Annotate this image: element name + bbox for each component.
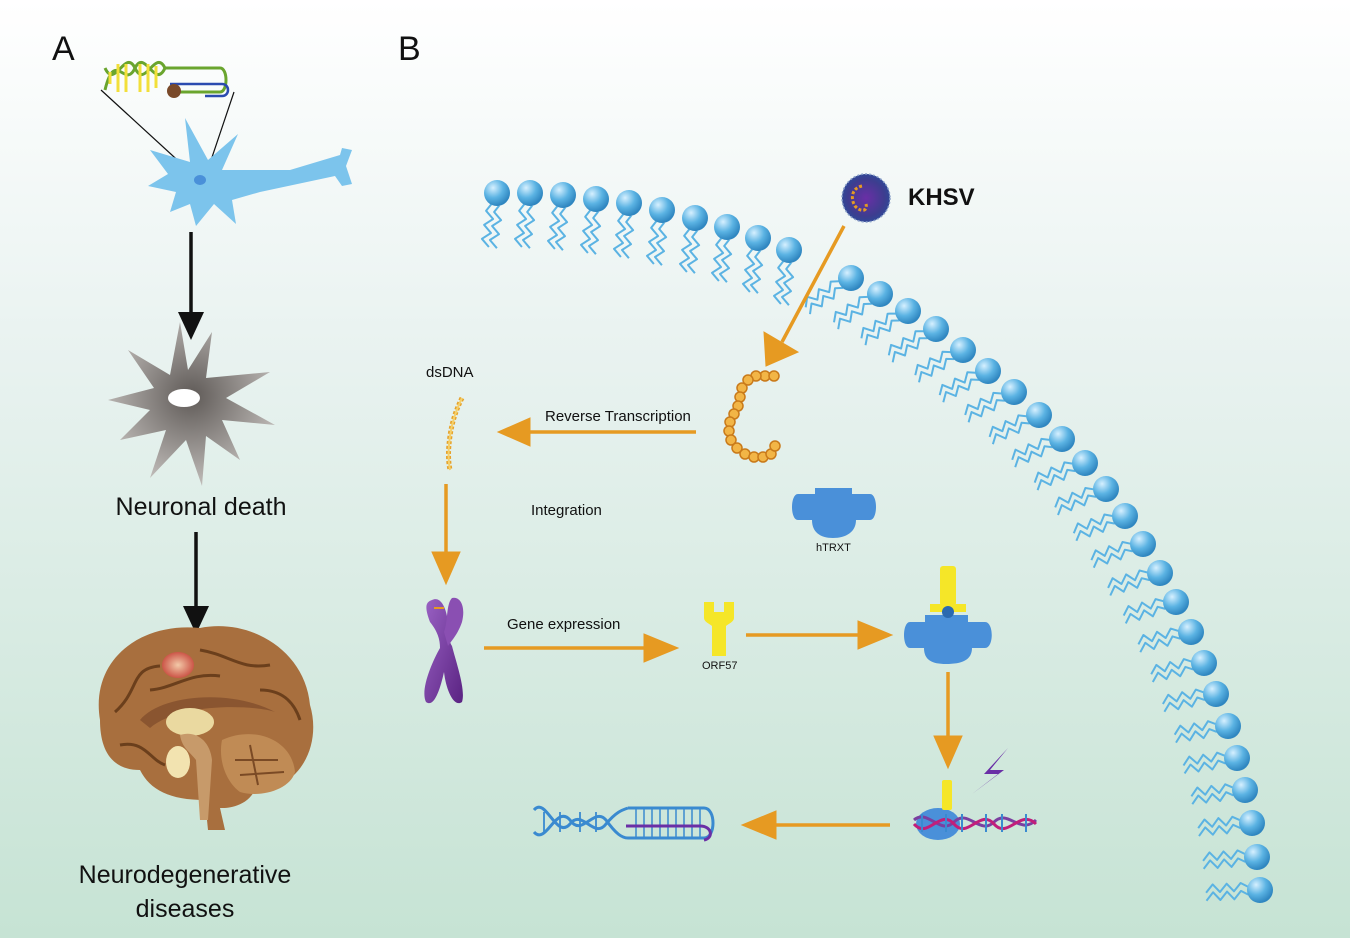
htrxt-label: hTRXT bbox=[816, 542, 851, 554]
lipid-molecule bbox=[1202, 844, 1270, 870]
orf57-protein-icon bbox=[704, 602, 734, 656]
arrow-dna-to-telomere bbox=[740, 810, 890, 840]
arrow-orf57-to-complex bbox=[746, 620, 894, 650]
lipid-molecule bbox=[964, 379, 1027, 423]
lipid-molecule bbox=[1173, 713, 1241, 744]
lipid-molecule bbox=[1190, 777, 1258, 805]
dna-inset bbox=[100, 60, 235, 179]
lipid-molecule bbox=[1107, 560, 1173, 596]
lipid-molecule bbox=[711, 214, 740, 283]
dead-neuron-icon bbox=[108, 322, 275, 486]
lipid-molecule bbox=[1197, 810, 1265, 837]
lipid-molecule bbox=[1072, 503, 1138, 542]
virus-label: KHSV bbox=[908, 184, 975, 211]
arrow-integration bbox=[431, 484, 461, 586]
lipid-molecule bbox=[1162, 681, 1229, 713]
htrxt-protein-icon bbox=[792, 488, 876, 538]
diseases-label: diseases bbox=[135, 895, 235, 923]
lipid-molecule bbox=[679, 205, 708, 274]
arrow-reverse-transcription bbox=[496, 417, 696, 447]
lipid-molecule bbox=[514, 180, 543, 249]
arrow-neuron-to-death bbox=[178, 232, 204, 340]
lipid-molecule bbox=[646, 197, 675, 266]
integration-label: Integration bbox=[531, 502, 602, 519]
lipid-molecule bbox=[914, 337, 976, 383]
lipid-molecule bbox=[988, 402, 1052, 445]
lipid-molecule bbox=[1122, 589, 1189, 624]
lipid-molecule bbox=[938, 358, 1001, 403]
virus-icon bbox=[841, 173, 891, 223]
lipid-bilayer-membrane bbox=[480, 180, 1273, 903]
lipid-molecule bbox=[480, 180, 510, 249]
brain-icon bbox=[98, 626, 314, 830]
lipid-molecule bbox=[1205, 877, 1273, 903]
lipid-molecule bbox=[1137, 619, 1204, 653]
panel-label-b: B bbox=[398, 30, 421, 68]
lipid-molecule bbox=[547, 182, 576, 251]
arrow-death-to-disease bbox=[183, 532, 209, 634]
htrxt-orf57-complex-icon bbox=[904, 566, 992, 664]
telomere-dna-icon bbox=[532, 805, 715, 842]
lipid-molecule bbox=[773, 237, 802, 306]
neuron-icon bbox=[148, 118, 352, 226]
gene-expression-label: Gene expression bbox=[507, 616, 621, 633]
lipid-molecule bbox=[887, 316, 949, 363]
lipid-molecule bbox=[833, 281, 893, 330]
lightning-icon bbox=[972, 748, 1008, 794]
reverse-transcription-label: Reverse Transcription bbox=[545, 408, 691, 425]
lipid-molecule bbox=[860, 298, 921, 346]
chromosome-icon bbox=[424, 597, 464, 704]
viral-genome-icon bbox=[723, 370, 781, 463]
dsdna-icon bbox=[446, 396, 465, 471]
lipid-molecule bbox=[1011, 426, 1075, 468]
neuronal-death-label: Neuronal death bbox=[115, 493, 287, 521]
lipid-molecule bbox=[1054, 476, 1119, 516]
lipid-molecule bbox=[580, 186, 609, 255]
lipid-molecule bbox=[1033, 450, 1098, 491]
dna-complex-icon bbox=[912, 780, 1038, 840]
neurodegenerative-label: Neurodegenerative bbox=[78, 861, 292, 889]
lipid-molecule bbox=[1182, 745, 1250, 774]
lipid-molecule bbox=[613, 190, 642, 259]
dsdna-label: dsDNA bbox=[426, 364, 474, 381]
panel-label-a: A bbox=[52, 30, 75, 68]
lipid-molecule bbox=[1090, 531, 1156, 569]
arrow-complex-to-dna bbox=[933, 672, 963, 770]
arrow-gene-expression bbox=[484, 633, 680, 663]
arrow-entry bbox=[763, 225, 846, 367]
lipid-molecule bbox=[742, 225, 771, 294]
orf57-label: ORF57 bbox=[702, 660, 738, 672]
lipid-molecule bbox=[1150, 650, 1217, 683]
